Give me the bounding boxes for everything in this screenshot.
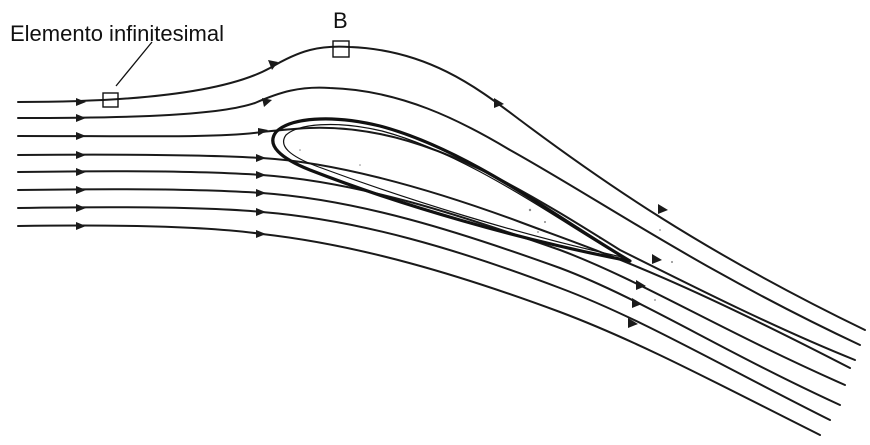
- streamline-7: [18, 207, 830, 420]
- streamline-5: [18, 171, 845, 385]
- streamline-4: [18, 155, 850, 368]
- streamline-1: [18, 47, 865, 330]
- point-b-label: B: [333, 8, 348, 33]
- infinitesimal-element-label: Elemento infinitesimal: [10, 21, 224, 46]
- airfoil-inner-line: [284, 124, 622, 257]
- infinitesimal-element-leader: [116, 42, 152, 86]
- point-b-marker: [333, 41, 349, 57]
- streamline-3: [18, 128, 855, 360]
- streamline-8: [18, 225, 820, 435]
